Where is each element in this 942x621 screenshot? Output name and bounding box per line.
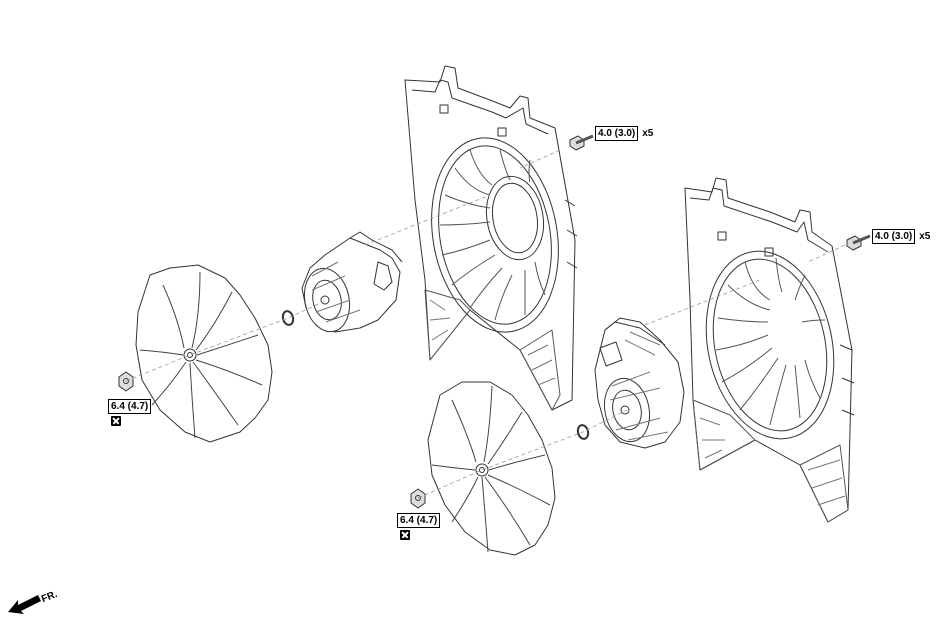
non-reusable-icon (111, 416, 121, 426)
torque-value: 4.0 (3.0) (872, 229, 916, 244)
torque-value: 6.4 (4.7) (397, 513, 441, 528)
bolt-upper-shroud (569, 134, 594, 151)
washer-upper (281, 310, 295, 326)
non-reusable-icon (400, 530, 410, 540)
nut-upper-fan (118, 371, 134, 392)
bolt-quantity: x5 (919, 231, 931, 242)
fan-blade-right (427, 381, 556, 556)
nut-lower-fan (410, 488, 426, 509)
torque-callout-upper-nut: 6.4 (4.7) (108, 399, 152, 414)
front-arrow-icon (8, 595, 41, 614)
bolt-quantity: x5 (642, 128, 654, 139)
torque-callout-right-bolts: 4.0 (3.0) x5 (872, 229, 930, 244)
washer-lower (576, 424, 590, 440)
fan-motor-left (301, 231, 403, 333)
torque-value: 6.4 (4.7) (108, 399, 152, 414)
torque-value: 4.0 (3.0) (595, 126, 639, 141)
bolt-right-shroud (846, 234, 871, 251)
fan-shroud-left (404, 65, 578, 411)
torque-callout-upper-bolts: 4.0 (3.0) x5 (595, 126, 653, 141)
fan-motor-right (594, 317, 685, 449)
torque-callout-lower-nut: 6.4 (4.7) (397, 513, 441, 528)
fan-blade-left (135, 264, 273, 443)
fan-shroud-right (684, 177, 855, 523)
